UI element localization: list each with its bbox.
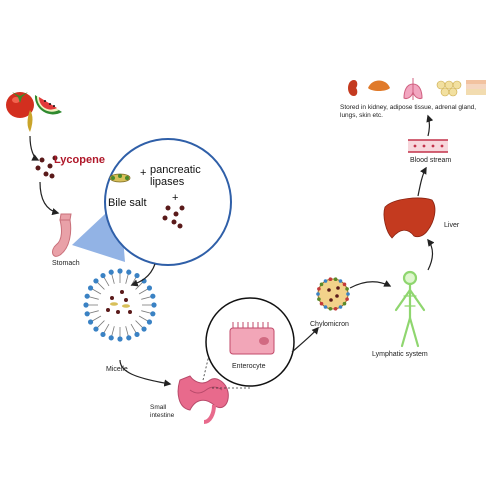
tomato-slice-icon [27, 110, 33, 132]
bile-salt-magnifier [104, 138, 232, 266]
kidney-icon [348, 80, 358, 96]
arrow-enterocyte-to-chylomicron [291, 326, 319, 353]
arrow-lycopene-to-stomach [39, 181, 60, 216]
enterocyte-label: Enterocyte [232, 363, 266, 370]
storage-organs-label: Stored in kidney, adipose tissue, adrena… [340, 104, 477, 119]
lycopene-dots [35, 155, 58, 179]
arrow-blood-to-organs [426, 114, 434, 137]
flow-arrows [29, 114, 435, 387]
enterocyte-icon [229, 322, 275, 355]
micelle-label: Micelle [106, 366, 128, 373]
chylomicron-icon [316, 277, 350, 311]
adipose-tissue-icon [436, 80, 462, 97]
bile-salt-label: Bile salt [108, 197, 147, 209]
liver-icon [383, 197, 436, 239]
adrenal-gland-icon [368, 80, 390, 91]
lymphatic-system-icon [394, 270, 426, 348]
lipase-dots [162, 205, 185, 229]
arrow-liver-to-blood [417, 166, 427, 197]
plus-sign-1: + [140, 167, 147, 179]
tomato-icon [6, 92, 34, 118]
stomach-icon [52, 213, 72, 257]
bile-salt-icon [109, 173, 131, 183]
stomach-label: Stomach [52, 260, 80, 267]
arrow-lymph-to-liver [427, 238, 435, 271]
plus-sign-2: + [172, 192, 179, 204]
blood-stream-label: Blood stream [410, 157, 452, 164]
arrow-fruit-to-lycopene [29, 135, 40, 161]
watermelon-icon [34, 95, 62, 115]
skin-icon [466, 80, 486, 95]
micelle-icon [83, 268, 157, 342]
small-intestine-label: Small intestine [150, 404, 175, 419]
lungs-icon [403, 78, 423, 100]
small-intestine-icon [177, 375, 229, 424]
pancreatic-lipases-label: pancreatic lipases [150, 164, 201, 188]
lycopene-label: Lycopene [54, 154, 105, 166]
chylomicron-label: Chylomicron [310, 321, 349, 328]
arrow-magnifier-to-micelle [130, 263, 156, 287]
liver-label: Liver [444, 222, 460, 229]
arrow-micelle-to-intestine [119, 359, 172, 387]
lymphatic-system-label: Lymphatic system [372, 351, 428, 358]
blood-stream-icon [408, 139, 448, 153]
arrow-chylomicron-to-lymph [349, 280, 392, 289]
